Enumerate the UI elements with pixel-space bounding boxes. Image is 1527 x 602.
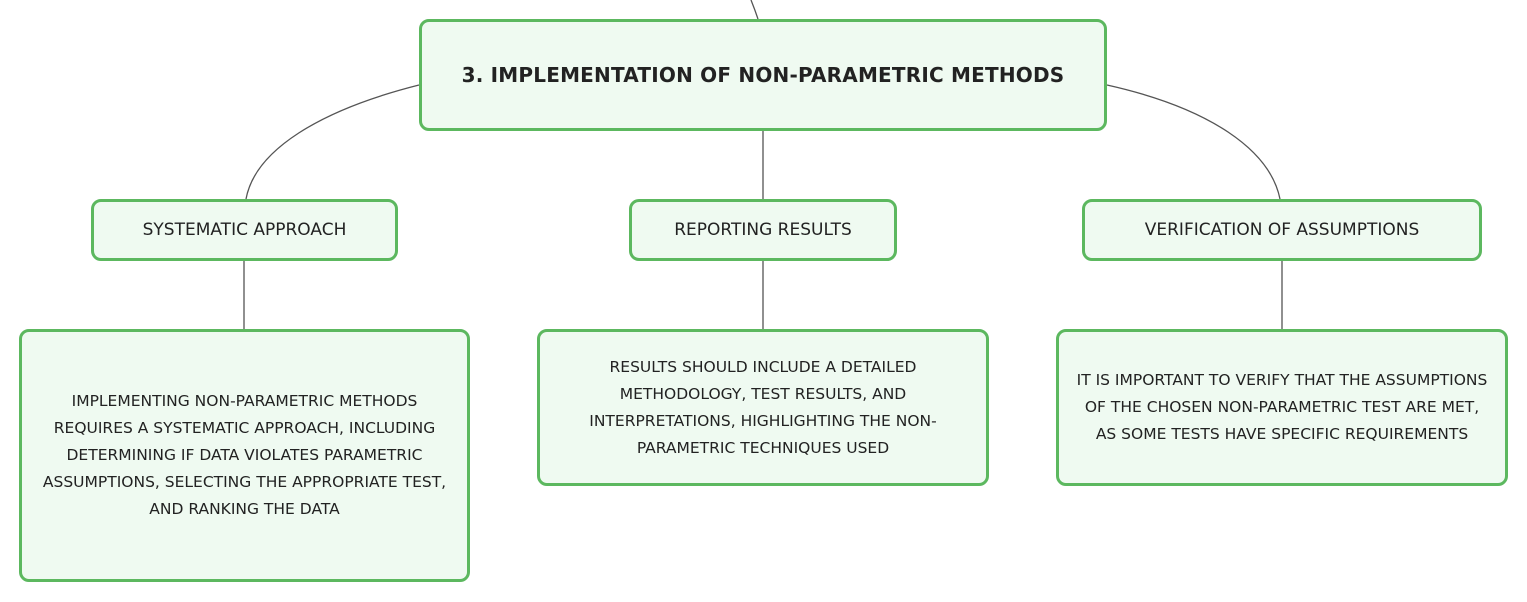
detail-text: IMPLEMENTING NON-PARAMETRIC METHODS REQU… bbox=[42, 392, 447, 518]
connector-parent-to-root bbox=[750, 0, 759, 20]
branch-node-reporting-results[interactable]: REPORTING RESULTS bbox=[629, 199, 897, 261]
detail-text: RESULTS SHOULD INCLUDE A DETAILED METHOD… bbox=[589, 357, 937, 457]
detail-text: IT IS IMPORTANT TO VERIFY THAT THE ASSUM… bbox=[1076, 371, 1488, 443]
branch-node-verification-of-assumptions[interactable]: VERIFICATION OF ASSUMPTIONS bbox=[1082, 199, 1482, 261]
root-topic-node[interactable]: 3. IMPLEMENTATION OF NON-PARAMETRIC METH… bbox=[419, 19, 1107, 131]
branch-node-systematic-approach[interactable]: SYSTEMATIC APPROACH bbox=[91, 199, 398, 261]
branch-label: VERIFICATION OF ASSUMPTIONS bbox=[1144, 220, 1420, 240]
detail-node-verification-of-assumptions[interactable]: IT IS IMPORTANT TO VERIFY THAT THE ASSUM… bbox=[1056, 329, 1508, 486]
branch-label: SYSTEMATIC APPROACH bbox=[142, 220, 347, 240]
detail-node-reporting-results[interactable]: RESULTS SHOULD INCLUDE A DETAILED METHOD… bbox=[537, 329, 989, 486]
root-topic-label: 3. IMPLEMENTATION OF NON-PARAMETRIC METH… bbox=[461, 63, 1065, 87]
detail-node-systematic-approach[interactable]: IMPLEMENTING NON-PARAMETRIC METHODS REQU… bbox=[19, 329, 470, 582]
connector-root-to-verification-of-assumptions bbox=[1106, 84, 1281, 200]
branch-label: REPORTING RESULTS bbox=[674, 220, 852, 240]
connector-root-to-systematic-approach bbox=[245, 84, 420, 200]
